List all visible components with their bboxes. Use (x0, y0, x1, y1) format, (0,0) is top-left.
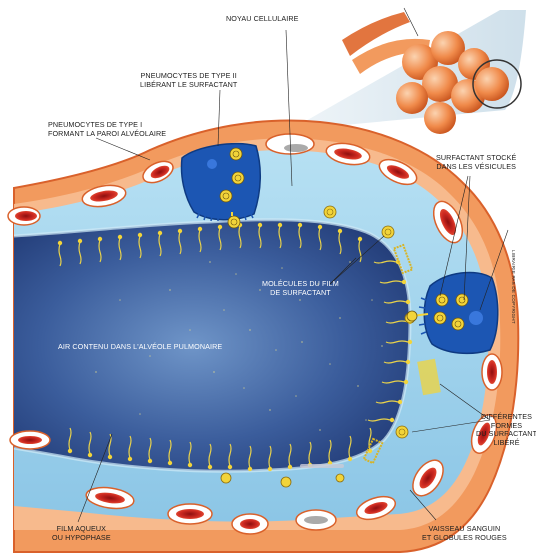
label-blood-vessel: VAISSEAU SANGUIN ET GLOBULES ROUGES (422, 525, 507, 542)
label-air: AIR CONTENU DANS L'ALVÉOLE PULMONAIRE (58, 343, 222, 352)
label-surfactant-molecules: MOLÉCULES DU FILM DE SURFACTANT (262, 280, 339, 297)
label-stored-surfactant: SURFACTANT STOCKÉ DANS LES VÉSICULES (436, 154, 516, 171)
label-surfactant-forms: DIFFÉRENTES FORMES DU SURFACTANT LIBÉRÉ (476, 413, 536, 447)
label-hypophase: FILM AQUEUX OU HYPOPHASE (52, 525, 111, 542)
label-type2-pneumocytes: PNEUMOCYTES DE TYPE II LIBÉRANT LE SURFA… (140, 72, 237, 89)
label-noyau: NOYAU CELLULAIRE (226, 15, 299, 24)
label-type1-pneumocytes: PNEUMOCYTES DE TYPE I FORMANT LA PAROI A… (48, 121, 166, 138)
illustration-credit: LIBRAIRIE PAS DE COPYRIGHT (511, 250, 516, 324)
